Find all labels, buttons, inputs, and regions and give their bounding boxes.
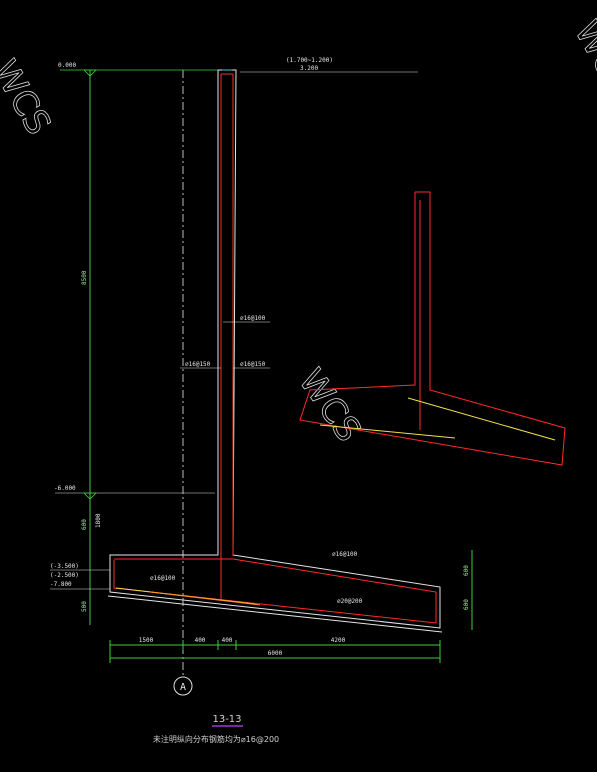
rebar-note-6: ⌀20@200: [337, 598, 363, 605]
detail-red-outline: [299, 191, 566, 466]
dim-text-4: 4200: [331, 637, 346, 644]
axis-label: A: [180, 682, 186, 693]
base-rebar-orange: [149, 591, 261, 606]
base-bottom-line: [107, 595, 443, 633]
top-elevation-marker: [83, 69, 97, 77]
rebar-note-2: ⌀16@150: [185, 361, 211, 368]
base-elevation-b: (-2.500): [50, 572, 79, 579]
rebar-note-3: ⌀16@150: [240, 361, 266, 368]
section-title: 13-13: [212, 714, 241, 725]
rebar-note-5: ⌀16@100: [150, 575, 176, 582]
bottom-elevation-label: -6.000: [54, 485, 76, 492]
top-dimension-vertical: 1800: [95, 513, 102, 528]
right-dimension-2: 600: [463, 599, 470, 610]
watermark-top-left: WCS: [0, 53, 58, 141]
wall-stem-outline: [109, 69, 441, 629]
base-elevation-c: -7.800: [50, 581, 72, 588]
dim-text-3: 400: [222, 637, 233, 644]
detail-yellow-1: [319, 424, 456, 439]
dim-text-1: 1500: [139, 637, 154, 644]
section-note: 未注明纵向分布钢筋均为⌀16@200: [153, 734, 279, 744]
height-dimension-text: 8500: [81, 270, 88, 285]
base-rebar-top: [113, 558, 437, 624]
dim-text-total: 6000: [268, 650, 283, 657]
dim-text-2: 400: [195, 637, 206, 644]
watermark-center: WCS: [290, 362, 368, 450]
axis-bubble: [173, 676, 193, 696]
left-dimension-1: 600: [81, 519, 88, 530]
bracket-elevation-label: (1.700~1.200): [286, 57, 333, 64]
rebar-note-4: ⌀16@100: [332, 551, 358, 558]
wall-top-elevation-label: 3.200: [300, 65, 318, 72]
detail-yellow-2: [407, 397, 556, 441]
top-elevation-label: 0.000: [58, 62, 76, 69]
watermark-top-right: WCS: [566, 14, 597, 102]
bottom-elevation-marker: [83, 492, 97, 500]
rebar-note-1: ⌀16@100: [240, 315, 266, 322]
right-dimension-1: 600: [463, 565, 470, 576]
left-dimension-2: 500: [81, 601, 88, 612]
base-elevation-a: (-3.500): [50, 563, 79, 570]
